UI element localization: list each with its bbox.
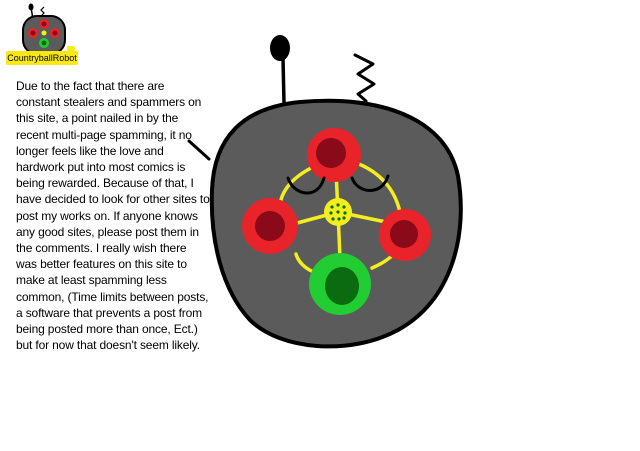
robot-ball-icon	[22, 3, 75, 55]
left-red-light	[242, 198, 298, 254]
countryball-robot-logo: CountryballRobot	[3, 2, 81, 68]
bottom-green-light	[309, 253, 371, 315]
spring-icon	[353, 53, 376, 103]
top-red-light	[307, 128, 361, 182]
center-node	[324, 198, 352, 226]
right-red-light	[379, 209, 431, 261]
left-eye-icon	[286, 176, 326, 195]
pointer-line	[187, 139, 211, 161]
antenna-icon	[270, 35, 290, 105]
story-text: Due to the fact that there are constant …	[16, 79, 210, 353]
right-eye-icon	[350, 174, 390, 192]
logo-label: CountryballRobot	[6, 51, 78, 65]
